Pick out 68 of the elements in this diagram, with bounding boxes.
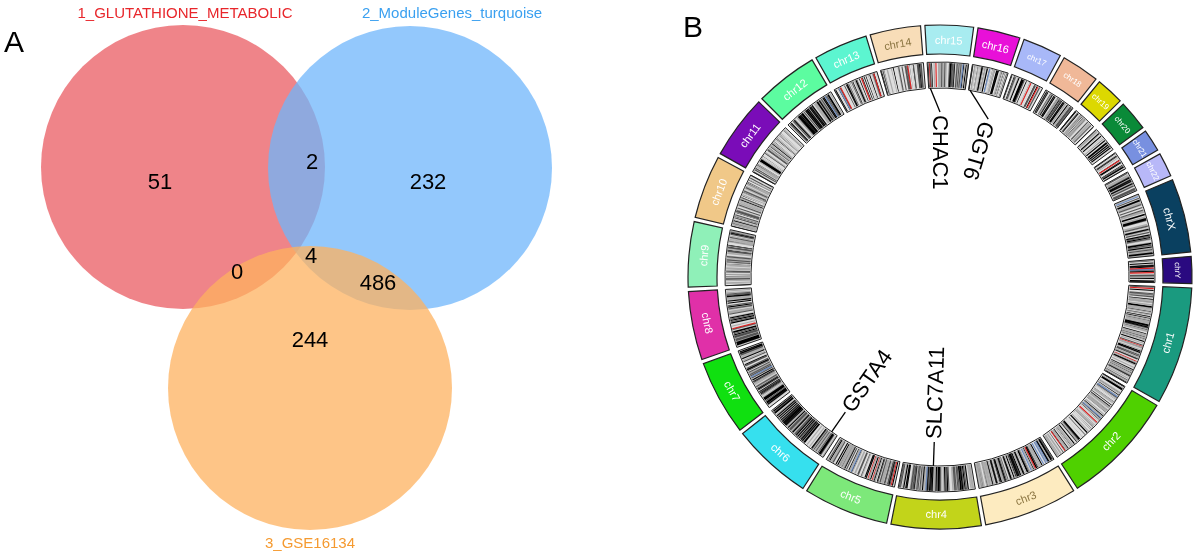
leader-line xyxy=(929,87,941,113)
chromosome-segment xyxy=(687,220,724,288)
chromosome-segment xyxy=(890,495,982,530)
chromosome-segment xyxy=(869,25,924,64)
gene-label: SLC7A11 xyxy=(922,346,950,440)
chromosome-segment xyxy=(719,101,781,169)
chromosome-ideogram xyxy=(1076,128,1114,166)
chromosome-ideogram xyxy=(1093,152,1127,183)
leader-line xyxy=(830,411,846,433)
chromosome-ideogram xyxy=(1059,109,1095,146)
chromosome-segment xyxy=(702,353,764,431)
chromosome-ideogram xyxy=(724,229,757,287)
chromosome-ideogram xyxy=(968,63,1009,99)
count-label: 2 xyxy=(305,151,319,173)
chromosome-label: chr15 xyxy=(934,34,963,47)
count-label: 4 xyxy=(304,245,318,267)
chromosome-segment xyxy=(973,27,1021,67)
chromosome-label: chr13 xyxy=(831,48,862,70)
count-label: 0 xyxy=(230,261,244,283)
set-name: 2_ModuleGenes_turquoise xyxy=(361,4,543,20)
chromosome-segment xyxy=(924,24,975,57)
count-label: 51 xyxy=(147,171,173,193)
chromosome-ideogram xyxy=(1032,89,1074,130)
chromosome-segment xyxy=(806,465,894,524)
chromosome-ideogram xyxy=(1104,171,1138,202)
count-label: 244 xyxy=(291,329,329,351)
chromosome-label: chr10 xyxy=(708,177,729,207)
chromosome-ideogram xyxy=(1002,73,1044,112)
chromosome-segment xyxy=(1013,38,1061,82)
chromosome-segment xyxy=(687,289,730,361)
chromosome-segment xyxy=(979,465,1075,526)
chromosome-label: chr8 xyxy=(700,311,715,335)
chromosome-ideogram xyxy=(724,287,762,348)
chromosome-segment xyxy=(761,59,828,120)
count-label: 486 xyxy=(359,272,397,294)
chromosome-label: chr17 xyxy=(1025,52,1048,69)
chromosome-ideogram xyxy=(1127,258,1156,284)
chromosome-label: chr6 xyxy=(769,441,793,464)
chromosome-label: chr7 xyxy=(722,379,743,404)
leader-line xyxy=(932,441,935,467)
chromosome-label: chr14 xyxy=(883,35,913,52)
chromosome-ideogram xyxy=(926,61,970,91)
chromosome-label: chrX xyxy=(1161,206,1178,232)
count-label: 232 xyxy=(409,171,447,193)
chromosome-segment xyxy=(742,415,820,490)
set-name: 3_GSE16134 xyxy=(264,534,356,550)
chromosome-label: chr16 xyxy=(980,38,1011,56)
chromosome-label: chr3 xyxy=(1013,488,1038,507)
chromosome-label: chrY xyxy=(1172,262,1182,279)
panel-letter: A xyxy=(4,27,24,57)
set-name: 1_GLUTATHIONE_METABOLIC xyxy=(77,4,293,20)
chromosome-label: chr22 xyxy=(1144,160,1161,183)
chromosome-segment xyxy=(1161,255,1193,285)
chromosome-segment xyxy=(815,35,876,84)
gene-label: GGT6 xyxy=(958,118,999,183)
chromosome-label: chr5 xyxy=(838,487,863,506)
chromosome-segment xyxy=(1133,286,1193,403)
chromosome-label: chr1 xyxy=(1159,330,1176,355)
gene-label: CHAC1 xyxy=(928,115,952,190)
chromosome-segment xyxy=(1145,179,1192,256)
chromosome-segment xyxy=(1060,389,1158,489)
chromosome-ideogram xyxy=(897,461,976,493)
chromosome-label: chr9 xyxy=(697,244,711,267)
chromosome-segment xyxy=(694,156,745,225)
leader-line xyxy=(969,89,989,120)
chromosome-label: chr4 xyxy=(925,508,948,520)
panel-letter: B xyxy=(683,12,703,42)
chromosome-ideogram xyxy=(879,62,926,96)
